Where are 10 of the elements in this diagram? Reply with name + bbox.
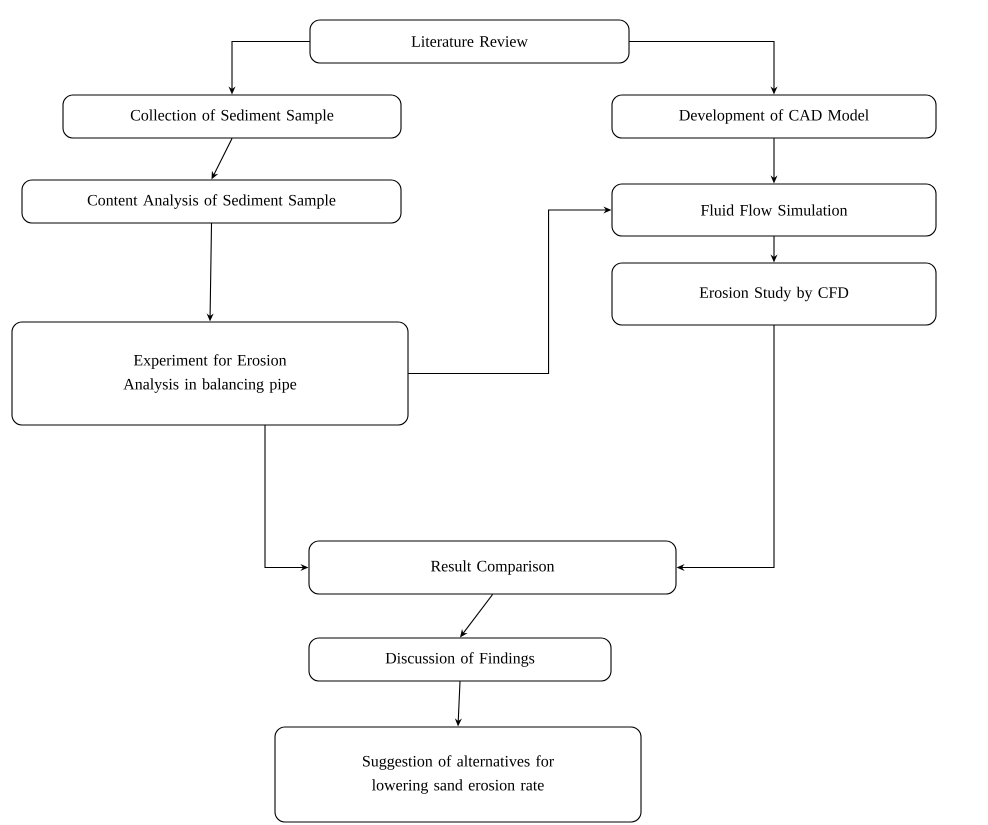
process-box: Experiment for Erosion Analysis in balancing pipe [11,321,409,426]
process-box: Suggestion of alternatives for lowering sand erosion rate [274,726,642,823]
process-box: Collection of Sediment Sample [62,94,402,139]
process-box: Literature Review [309,19,630,64]
process-box: Content Analysis of Sediment Sample [21,179,402,224]
process-box: Discussion of Findings [308,637,612,682]
process-box: Fluid Flow Simulation [611,183,937,237]
process-box: Result Comparison [308,540,677,595]
process-box: Development of CAD Model [611,94,937,139]
process-box: Erosion Study by CFD [611,262,937,326]
